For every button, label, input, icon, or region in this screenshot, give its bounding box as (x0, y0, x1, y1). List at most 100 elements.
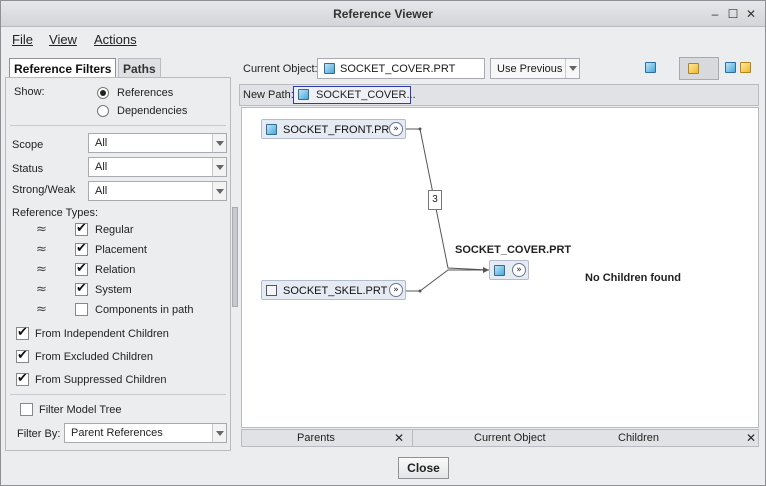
expand-icon[interactable]: » (512, 263, 526, 277)
regular-reference-icon: ≈ (36, 222, 47, 237)
checkbox-regular[interactable] (75, 221, 88, 236)
expand-icon[interactable]: » (389, 122, 403, 136)
maximize-button[interactable]: ☐ (727, 7, 739, 21)
menu-actions-label: ctions (102, 32, 137, 47)
from-independent-children-label: From Independent Children (35, 328, 169, 340)
filter-model-tree-label: Filter Model Tree (39, 404, 122, 416)
scope-label: Scope (12, 139, 44, 151)
chevron-down-icon (212, 134, 226, 152)
part-icon (645, 62, 656, 73)
new-path-bar: New Path: SOCKET_COVER... (239, 84, 759, 106)
menu-view[interactable]: View (49, 32, 77, 47)
scope-select[interactable]: All (88, 133, 227, 153)
checkbox-system[interactable] (75, 281, 88, 296)
part-icon (266, 124, 277, 135)
menu-actions[interactable]: Actions (94, 32, 137, 47)
link-count-badge: 3 (428, 190, 442, 210)
use-previous-select[interactable]: Use Previous (490, 58, 580, 79)
checkbox-filter-model-tree[interactable] (20, 403, 33, 416)
scope-value: All (95, 137, 108, 149)
parent-node-socket-front[interactable]: SOCKET_FRONT.PRT » (261, 119, 406, 139)
view-current-button[interactable] (679, 57, 719, 80)
checkbox-relation[interactable] (75, 261, 88, 276)
view-children-button[interactable] (721, 57, 761, 80)
checkbox-relation-label: Relation (95, 264, 136, 276)
view-parents-button[interactable] (639, 57, 679, 80)
window-title: Reference Viewer (333, 7, 433, 21)
menu-bar: File View Actions (1, 28, 765, 50)
parent-node-label: SOCKET_SKEL.PRT (283, 285, 388, 297)
menu-actions-hotkey: A (94, 32, 103, 47)
part-icon (298, 89, 309, 100)
parent-node-label: SOCKET_FRONT.PRT (283, 124, 396, 136)
menu-file[interactable]: File (12, 32, 33, 47)
chevron-down-icon (212, 424, 226, 442)
expand-icon[interactable]: » (389, 283, 403, 297)
tab-current-object[interactable]: Current Object (474, 432, 546, 444)
reference-graph-canvas: 3 SOCKET_FRONT.PRT » SOCKET_SKEL.PRT » S… (241, 107, 759, 428)
strong-weak-label: Strong/Weak (12, 184, 76, 196)
from-excluded-children-label: From Excluded Children (35, 351, 153, 363)
menu-file-label: ile (19, 32, 33, 47)
close-children-icon[interactable]: ✕ (746, 431, 757, 445)
minimize-button[interactable]: – (711, 7, 719, 21)
placement-reference-icon: ≈ (36, 242, 47, 257)
tab-parents[interactable]: Parents (297, 432, 335, 444)
menu-file-hotkey: F (12, 32, 20, 47)
reference-filters-body: Show: References Dependencies Scope All … (5, 77, 231, 451)
part-icon (324, 63, 335, 74)
tab-paths[interactable]: Paths (118, 58, 161, 78)
divider (412, 430, 413, 446)
relation-reference-icon: ≈ (36, 262, 47, 277)
radio-references-label: References (117, 87, 174, 99)
checkbox-system-label: System (95, 284, 132, 296)
chevron-down-icon (212, 158, 226, 176)
reference-types-label: Reference Types: (12, 207, 99, 219)
radio-references[interactable] (97, 87, 109, 99)
system-reference-icon: ≈ (36, 282, 47, 297)
current-object-node[interactable]: » (489, 260, 529, 280)
title-bar: Reference Viewer – ☐ ✕ (1, 1, 765, 27)
filters-panel: Reference Filters Paths Show: References… (5, 56, 231, 456)
checkbox-from-suppressed-children[interactable] (16, 371, 29, 386)
checkbox-from-excluded-children[interactable] (16, 348, 29, 363)
filter-by-label: Filter By: (17, 428, 61, 440)
connector-dot (418, 289, 422, 293)
from-suppressed-children-label: From Suppressed Children (35, 374, 167, 386)
filter-by-value: Parent References (71, 427, 163, 439)
panel-splitter[interactable] (232, 207, 238, 307)
current-object-field[interactable]: SOCKET_COVER.PRT (317, 58, 485, 79)
checkbox-components-in-path[interactable] (75, 303, 88, 316)
strong-weak-value: All (95, 185, 108, 197)
strong-weak-select[interactable]: All (88, 181, 227, 201)
new-path-item[interactable]: SOCKET_COVER... (293, 86, 416, 104)
chevron-down-icon (212, 182, 226, 200)
part-yellow-icon (688, 63, 699, 74)
tab-children[interactable]: Children (618, 432, 659, 444)
radio-dependencies-label: Dependencies (117, 105, 188, 117)
close-parents-icon[interactable]: ✕ (394, 431, 405, 445)
new-path-value: SOCKET_COVER... (316, 89, 416, 101)
divider (10, 394, 226, 395)
status-value: All (95, 161, 108, 173)
components-in-path-icon: ≈ (36, 302, 47, 317)
tab-reference-filters[interactable]: Reference Filters (9, 58, 117, 78)
arrow-head (483, 267, 489, 273)
parent-node-socket-skel[interactable]: SOCKET_SKEL.PRT » (261, 280, 406, 300)
close-button[interactable]: Close (398, 457, 449, 479)
filter-by-select[interactable]: Parent References (64, 423, 227, 443)
menu-view-hotkey: V (49, 32, 58, 47)
checkbox-placement-label: Placement (95, 244, 147, 256)
current-object-value: SOCKET_COVER.PRT (340, 63, 456, 75)
current-object-node-title: SOCKET_COVER.PRT (455, 244, 572, 256)
status-select[interactable]: All (88, 157, 227, 177)
show-label: Show: (14, 86, 45, 98)
checkbox-placement[interactable] (75, 241, 88, 256)
checkbox-from-independent-children[interactable] (16, 325, 29, 340)
close-window-button[interactable]: ✕ (745, 7, 757, 21)
checkbox-components-in-path-label: Components in path (95, 304, 194, 316)
divider (10, 125, 226, 126)
radio-dependencies[interactable] (97, 105, 109, 117)
current-object-label: Current Object: (243, 63, 318, 75)
